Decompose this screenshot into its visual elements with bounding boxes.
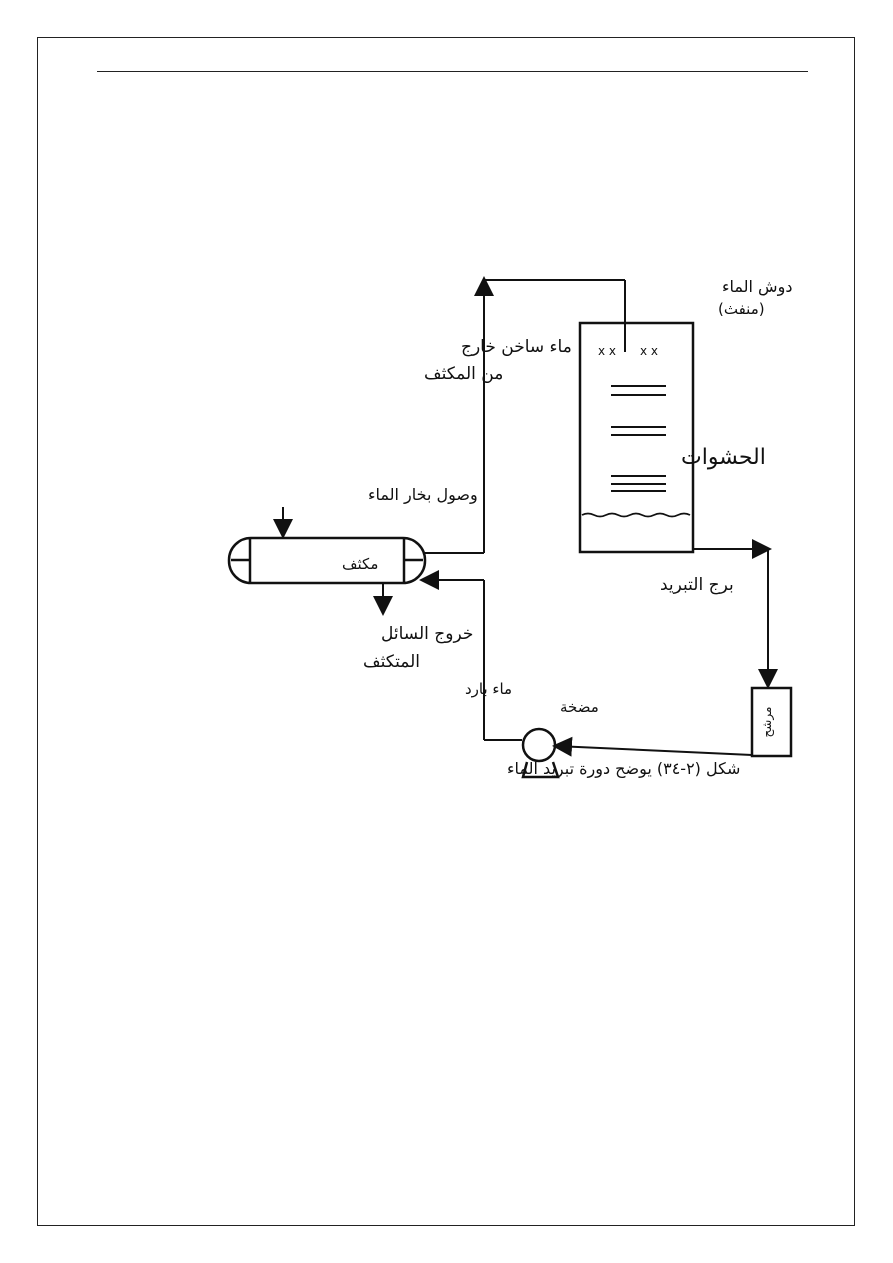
svg-text:x x: x x (640, 344, 658, 358)
page-frame (37, 37, 855, 1226)
pump-label: مضخة (560, 698, 599, 716)
tower-basin-water (581, 512, 691, 518)
cooling-tower: x x x x (578, 321, 695, 554)
hot-water-label-line1: ماء ساخن خارج (461, 337, 572, 357)
water-spray-note-label: (منفث) (718, 300, 765, 318)
figure-caption: شكل (٢-٣٤) يوضح دورة تبريد الماء (507, 759, 740, 779)
condenser-label: مكثف (342, 555, 378, 573)
filter (750, 686, 793, 758)
tower-outlet-line (693, 539, 778, 689)
pump (521, 727, 560, 779)
hot-water-label-line2: من المكثف (424, 364, 503, 384)
hot-water-line (425, 276, 626, 554)
spray-nozzles: x x x x (598, 344, 658, 358)
cold-water-label: ماء بارد (465, 680, 512, 698)
header-rule (97, 71, 808, 72)
condenser (227, 536, 427, 585)
cold-water-line (419, 570, 753, 757)
packing-layers (611, 385, 666, 492)
condensate-label-line2: المتكثف (363, 652, 420, 672)
water-spray-label: دوش الماء (722, 277, 792, 297)
steam-inlet-label: وصول بخار الماء (368, 485, 478, 505)
cooling-tower-label: برج التبريد (660, 575, 734, 595)
condensate-label-line1: خروج السائل (381, 624, 473, 644)
filter-label: مرشح (760, 707, 775, 738)
svg-text:x x: x x (598, 344, 616, 358)
packing-label: الحشوات (681, 445, 766, 470)
